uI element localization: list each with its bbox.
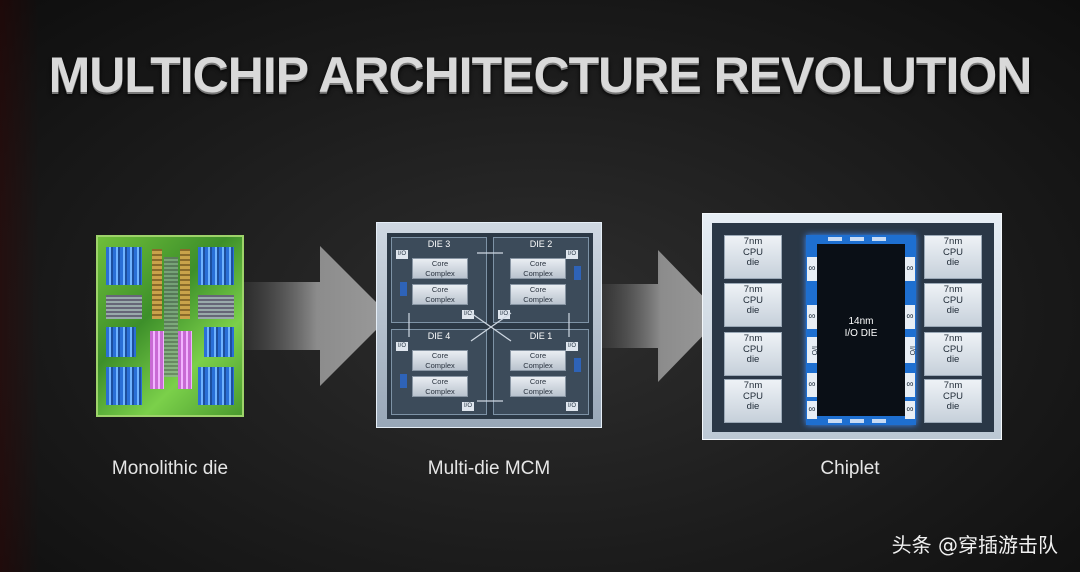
infinity-fabric-icon: ∞ xyxy=(807,257,817,281)
infinity-fabric-icon: ∞ xyxy=(905,305,915,329)
io-label: I/O xyxy=(566,250,579,259)
io-die-node: 14nm xyxy=(848,316,874,327)
arrow-right-1 xyxy=(244,246,390,386)
io-label: I/O xyxy=(566,402,579,411)
io-label: I/O xyxy=(462,310,475,319)
monolithic-die-image xyxy=(96,235,244,417)
die-label: DIE 3 xyxy=(427,239,451,249)
left-edge-shade xyxy=(0,0,40,572)
label-multi-die-mcm: Multi-die MCM xyxy=(427,458,551,479)
arrow-right-2 xyxy=(600,250,722,382)
label-monolithic-die: Monolithic die xyxy=(111,458,229,479)
io-label: I/O xyxy=(396,342,409,351)
io-die-label: I/O DIE xyxy=(844,328,878,339)
io-label: I/O xyxy=(396,250,409,259)
watermark: 头条 @穿插游击队 xyxy=(891,533,1058,557)
die-label: DIE 1 xyxy=(529,331,553,341)
infinity-fabric-icon: ∞ xyxy=(905,257,915,281)
infinity-fabric-icon: ∞ xyxy=(807,373,817,397)
io-label: I/O xyxy=(498,310,511,319)
slide-title: MULTICHIP ARCHITECTURE REVOLUTION xyxy=(48,47,1033,103)
die-label: DIE 4 xyxy=(427,331,451,341)
io-vertical-label: I/O xyxy=(807,337,817,363)
label-chiplet: Chiplet xyxy=(820,458,880,479)
infinity-fabric-icon: ∞ xyxy=(905,373,915,397)
io-label: I/O xyxy=(462,402,475,411)
io-label: I/O xyxy=(566,342,579,351)
infinity-fabric-icon: ∞ xyxy=(807,305,817,329)
mcm-interconnect-lines xyxy=(408,252,570,402)
io-vertical-label: I/O xyxy=(905,337,915,363)
die-label: DIE 2 xyxy=(529,239,553,249)
infinity-fabric-icon: ∞ xyxy=(905,401,915,419)
infinity-fabric-icon: ∞ xyxy=(807,401,817,419)
